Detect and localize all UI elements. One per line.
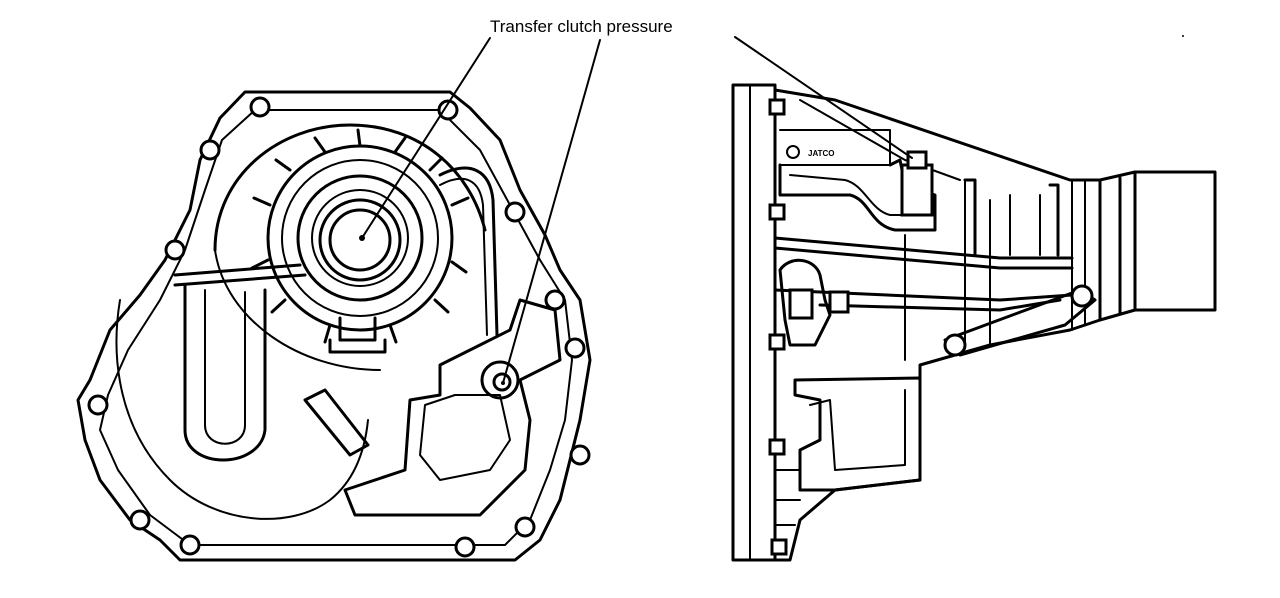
rib-pegs [963, 178, 1060, 257]
hub-outer [318, 198, 402, 282]
case-front-view [76, 90, 592, 562]
drum-lug [328, 316, 387, 354]
callout-label: Transfer clutch pressure [490, 17, 673, 36]
bolt-hole [514, 516, 536, 538]
pressure-tube-inner [439, 177, 488, 336]
flange-bolt [768, 98, 786, 116]
bolt-hole [454, 536, 476, 558]
pressure-port-boss [480, 360, 520, 400]
bolt-hole [437, 99, 459, 121]
oil-pan [793, 376, 922, 492]
top-taper [799, 99, 961, 181]
split-line-upper [773, 236, 1074, 270]
case-flange-outline [76, 90, 592, 562]
bolt-hole [164, 239, 186, 261]
bolt-hole [544, 289, 566, 311]
side-ribs [904, 179, 1041, 361]
case-lower-bowl [115, 299, 369, 520]
drum-skirt [214, 249, 381, 371]
scan-speck [1182, 35, 1184, 37]
nameplate-panel [779, 129, 891, 166]
upper-cover [778, 158, 937, 232]
u-passage [183, 283, 267, 462]
u-passage-inner [204, 289, 246, 445]
nameplate-text: JATCO [808, 149, 835, 158]
leader-tip-hub [359, 235, 365, 241]
pressure-tube [438, 166, 499, 337]
bolt-hole [179, 534, 201, 556]
extension-housing [1098, 170, 1217, 322]
drum-ring-2 [281, 159, 439, 317]
side-flange-bolts [768, 98, 788, 556]
drum-outer-arc [213, 123, 487, 252]
flange-bolt-holes [87, 96, 591, 558]
flange-bolt [768, 203, 786, 221]
oblique-lug [303, 388, 370, 457]
case-inner-outline [99, 109, 573, 546]
bolt-hole [564, 337, 586, 359]
bolt-hole [569, 444, 591, 466]
extension-collar [1071, 179, 1086, 331]
extension-ring [1118, 170, 1137, 316]
split-line-lower [773, 288, 1074, 312]
bolt-hole [249, 96, 271, 118]
valve-body-inner [419, 394, 511, 481]
leader-line-plug [734, 36, 913, 159]
pressure-plug-boss [900, 163, 934, 217]
drum-ring-3 [296, 174, 424, 302]
pressure-plug [906, 150, 928, 170]
nameplate-logo [786, 145, 800, 159]
flange-bolt [768, 438, 786, 456]
upper-cover-inner [789, 174, 926, 216]
linkage-pivot-left [943, 333, 967, 357]
hub-inner [328, 208, 392, 272]
horizontal-rib [173, 263, 307, 287]
flange-bolt [768, 333, 786, 351]
case-side-view: JATCO [731, 83, 1217, 562]
drum-fins [250, 128, 470, 344]
leader-line-hub [361, 37, 491, 239]
pressure-port [492, 372, 512, 392]
oil-pan-inner [809, 389, 906, 471]
boss-bolt [788, 288, 814, 320]
leader-line-port [502, 39, 601, 384]
callout: Transfer clutch pressure [359, 17, 913, 384]
lower-flange-lines [774, 469, 801, 526]
side-flange [731, 83, 777, 562]
clutch-drum [213, 123, 487, 371]
bolt-hole [199, 139, 221, 161]
boss-bolt-2 [828, 290, 850, 314]
drum-ring-4 [311, 189, 409, 287]
valve-body [343, 298, 562, 517]
flange-bolt [770, 538, 788, 556]
bolt-hole [504, 201, 526, 223]
bolt-hole [87, 394, 109, 416]
linkage-pivot-right [1070, 284, 1094, 308]
bolt-hole [129, 509, 151, 531]
lower-boss [778, 259, 832, 347]
